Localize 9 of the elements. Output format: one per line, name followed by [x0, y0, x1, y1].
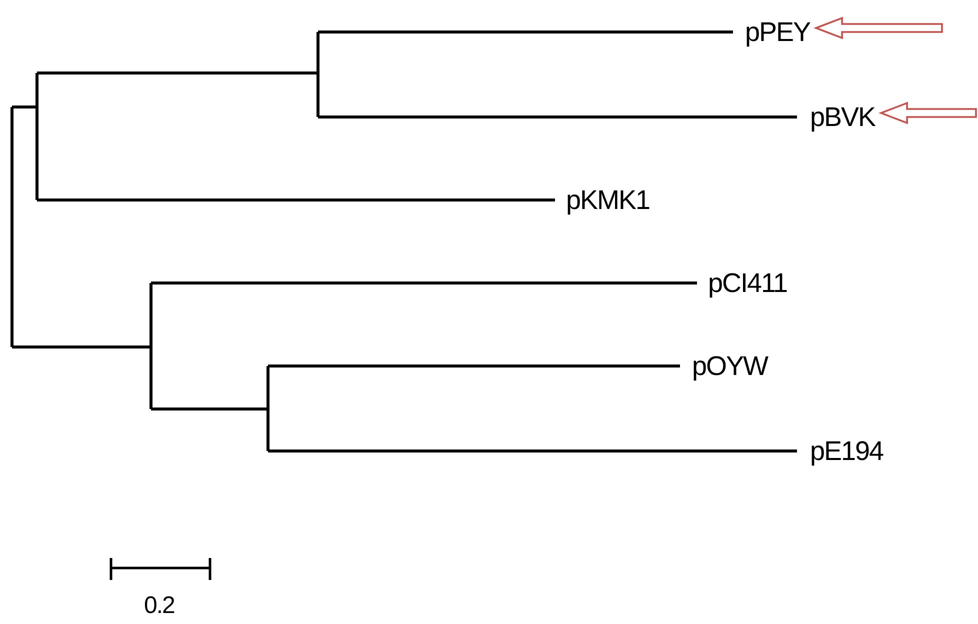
- taxon-label: pPEY: [745, 15, 810, 49]
- arrow: [878, 102, 977, 124]
- scale-label: 0.2: [144, 592, 174, 620]
- taxon-label: pBVK: [810, 100, 876, 134]
- taxon-label: pCI411: [708, 266, 788, 300]
- taxon-label: pE194: [810, 434, 884, 468]
- taxon-label: pKMK1: [566, 183, 650, 217]
- taxon-label: pOYW: [692, 349, 768, 383]
- arrow: [814, 16, 943, 40]
